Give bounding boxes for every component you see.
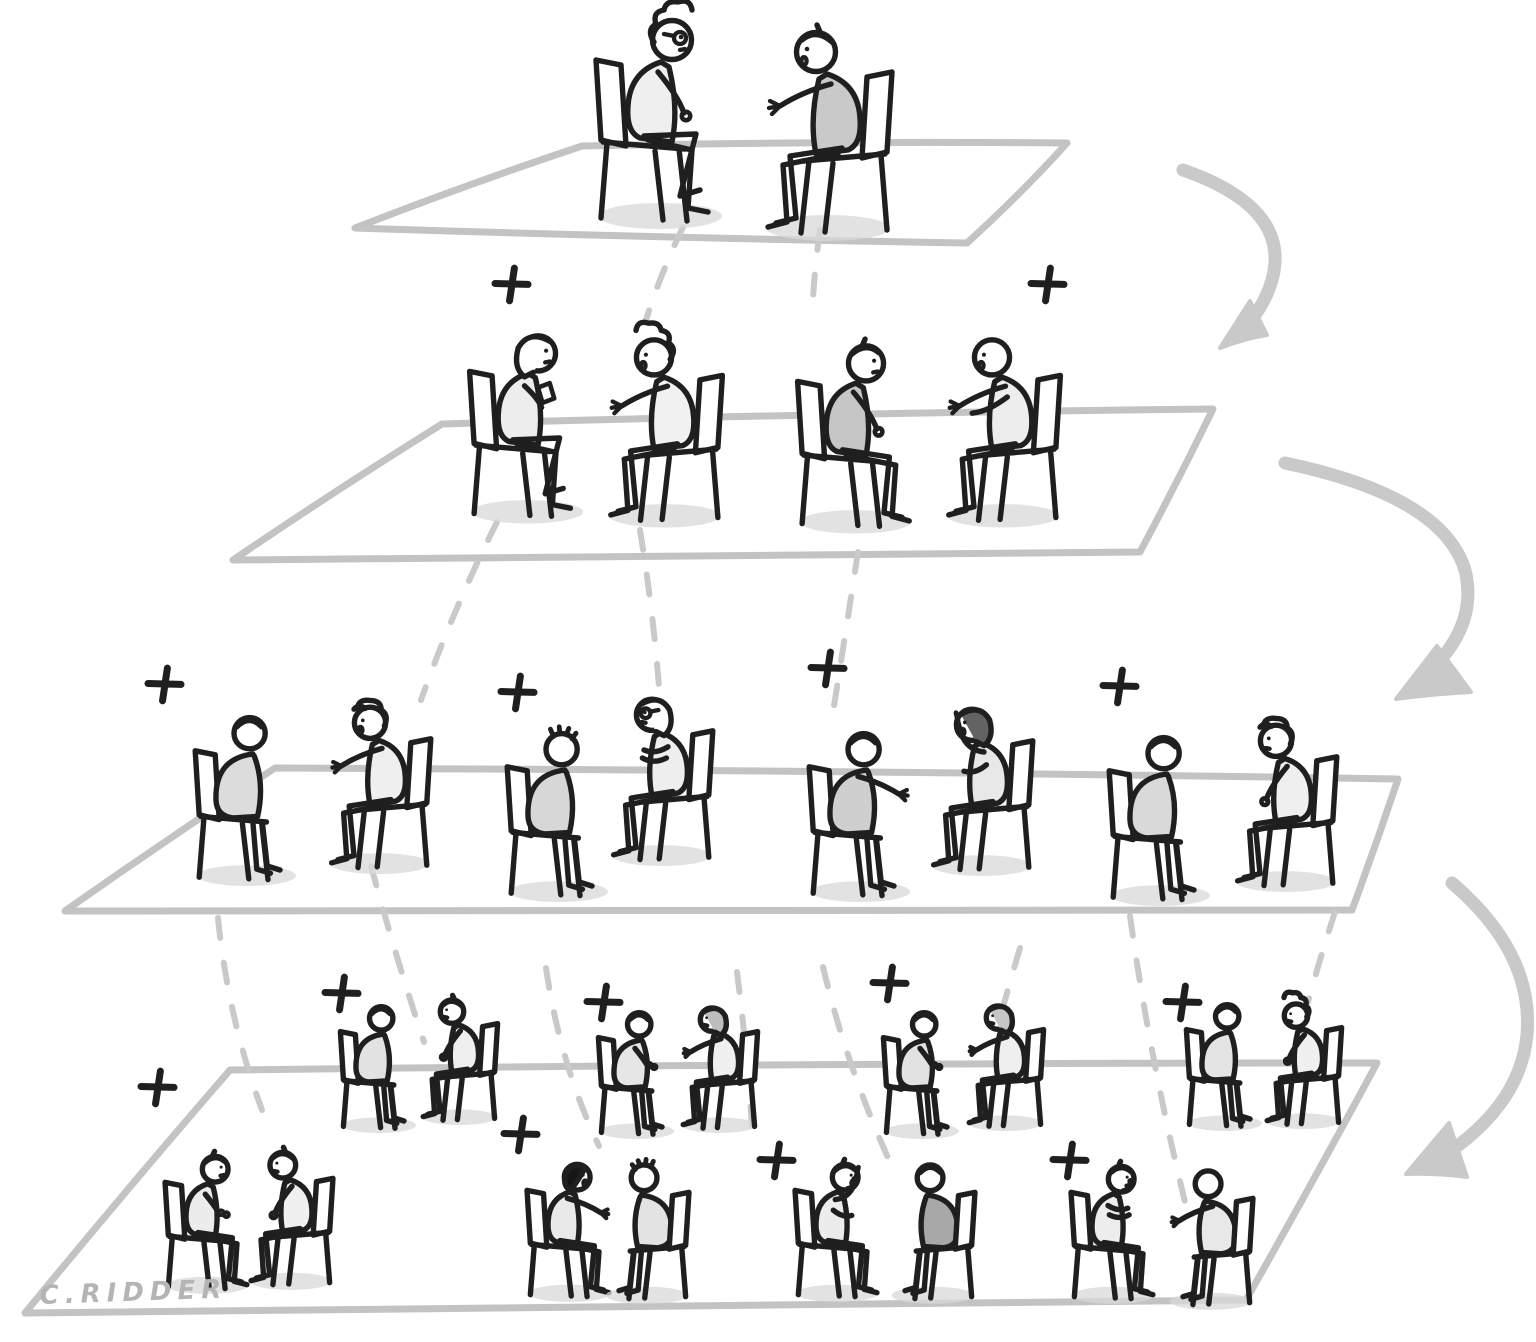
arrows-layer — [1176, 163, 1535, 1179]
curved-arrow-icon — [1176, 163, 1282, 350]
seated-person — [930, 706, 1036, 876]
plus-icon — [756, 1140, 797, 1181]
seated-person-back — [337, 1003, 416, 1133]
dashed-connector — [215, 915, 265, 1113]
seated-person — [946, 337, 1064, 528]
seated-person — [610, 696, 716, 866]
seated-person — [680, 1005, 761, 1133]
seated-person — [1264, 989, 1345, 1129]
seated-person-back — [1169, 1168, 1256, 1310]
seated-person — [1234, 715, 1340, 892]
dashed-connector — [643, 224, 686, 323]
dashed-connector — [637, 527, 663, 703]
seated-person-back — [504, 724, 608, 902]
seated-person — [248, 1144, 336, 1290]
plus-icon — [869, 963, 910, 1004]
plus-icon — [321, 973, 362, 1014]
plus-icon — [1027, 264, 1068, 305]
seated-person — [524, 1161, 612, 1302]
dashed-connector — [831, 549, 861, 709]
platforms-layer — [21, 138, 1402, 1317]
seated-person — [966, 1003, 1047, 1131]
connectors-layer — [215, 224, 1338, 1209]
plus-icon — [144, 664, 185, 705]
plus-icon — [497, 672, 538, 713]
seated-person-back — [605, 1156, 692, 1304]
platform-level-3 — [61, 764, 1402, 916]
plus-icon — [491, 264, 532, 305]
plus-icon — [583, 982, 624, 1023]
plus-icon — [807, 648, 848, 689]
platform-level-2 — [229, 405, 1217, 564]
plus-icon — [137, 1067, 178, 1108]
seated-person — [466, 333, 583, 524]
dashed-connector — [1127, 913, 1189, 1209]
seated-person-back — [880, 1009, 959, 1139]
plus-signs-layer — [137, 264, 1203, 1181]
plus-icon — [500, 1114, 541, 1155]
artist-signature: C.RIDDER — [39, 1274, 228, 1311]
seated-person — [420, 992, 501, 1125]
seated-person-back — [1183, 1001, 1262, 1131]
plus-icon — [1049, 1140, 1090, 1181]
seated-person-back — [891, 1162, 978, 1304]
dashed-connector — [543, 965, 602, 1149]
seated-person — [794, 336, 912, 534]
seated-person-back — [595, 1009, 674, 1139]
dashed-connector — [820, 964, 892, 1163]
dashed-connector — [995, 945, 1023, 1029]
seated-person — [162, 1148, 250, 1294]
seated-person — [593, 0, 722, 229]
plus-icon — [1099, 666, 1140, 707]
plus-icon — [1162, 982, 1203, 1023]
platform-level-1 — [351, 138, 1071, 247]
seated-person-back — [1106, 734, 1210, 906]
seated-person — [608, 319, 726, 528]
seated-person — [792, 1156, 880, 1302]
dashed-connector — [418, 519, 500, 703]
seated-person — [1068, 1158, 1156, 1304]
seated-person-back — [806, 730, 910, 902]
dashed-connector — [1305, 909, 1338, 1005]
figure-head — [1192, 1168, 1224, 1200]
dashed-connector — [368, 863, 427, 1045]
seated-person — [328, 697, 434, 874]
figures-layer — [162, 0, 1345, 1310]
curved-arrow-icon — [1404, 876, 1535, 1179]
seated-person — [765, 22, 895, 241]
curved-arrow-icon — [1278, 456, 1475, 701]
seated-person-back — [192, 714, 296, 886]
